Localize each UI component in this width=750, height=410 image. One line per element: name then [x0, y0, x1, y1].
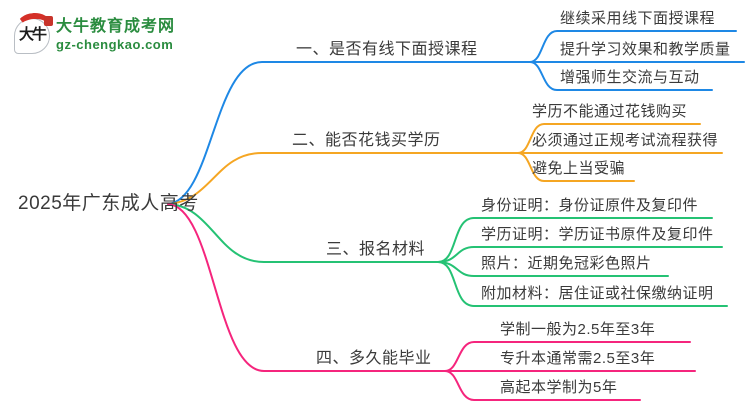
logo-domain: gz-chengkao.com	[56, 37, 174, 52]
branch-4-leaf-1: 学制一般为2.5年至3年	[500, 321, 656, 338]
branch-4-leaf-1-line	[444, 341, 691, 372]
branch-2-leaf-3: 避免上当受骗	[532, 160, 626, 177]
branch-1-leaf-1: 继续采用线下面授课程	[560, 10, 716, 27]
branch-1-leaf-1-line	[529, 30, 737, 63]
branch-4-leaf-3: 高起本学制为5年	[500, 379, 618, 396]
branch-3-leaf-4: 附加材料：居住证或社保缴纳证明	[481, 285, 714, 302]
branch-3-leaf-1: 身份证明：身份证原件及复印件	[481, 197, 699, 214]
branch-2-label: 二、能否花钱买学历	[292, 132, 441, 149]
branch-1-parent-line	[167, 61, 531, 205]
branch-3-leaf-2: 学历证明：学历证书原件及复印件	[481, 226, 714, 243]
logo-text: 大牛教育成考网 gz-chengkao.com	[56, 12, 175, 52]
branch-2-leaf-1-line	[517, 123, 701, 154]
branch-3-leaf-3: 照片：近期免冠彩色照片	[481, 255, 652, 272]
branch-4-leaf-2: 专升本通常需2.5至3年	[500, 350, 656, 367]
branch-1-label: 一、是否有线下面授课程	[296, 41, 478, 58]
branch-4-leaf-3-line	[444, 370, 641, 401]
branch-3-leaf-4-line	[437, 261, 728, 307]
branch-3-parent-line	[167, 203, 439, 263]
branch-1-leaf-3: 增强师生交流与互动	[560, 69, 700, 86]
branch-1-leaf-2: 提升学习效果和教学质量	[560, 41, 731, 58]
root-node: 2025年广东成人高考	[18, 193, 199, 214]
logo-title: 大牛教育成考网	[56, 18, 176, 35]
logo-characters: 大牛	[18, 25, 47, 43]
branch-3-label: 三、报名材料	[326, 241, 426, 258]
branch-2-leaf-3-line	[517, 152, 635, 182]
branch-2-parent-line	[167, 152, 519, 205]
logo-red-seal-icon	[44, 16, 53, 26]
branch-1-leaf-3-line	[529, 61, 713, 91]
branch-2-leaf-2: 必须通过正规考试流程获得	[532, 132, 719, 149]
branch-4-parent-line	[167, 203, 446, 372]
site-logo: 大牛 大牛教育成考网 gz-chengkao.com	[14, 11, 175, 54]
branch-2-leaf-1: 学历不能通过花钱购买	[532, 103, 688, 120]
branch-4-label: 四、多久能毕业	[316, 350, 432, 367]
logo-bubble-icon: 大牛	[14, 11, 53, 54]
branch-3-leaf-1-line	[437, 217, 713, 263]
